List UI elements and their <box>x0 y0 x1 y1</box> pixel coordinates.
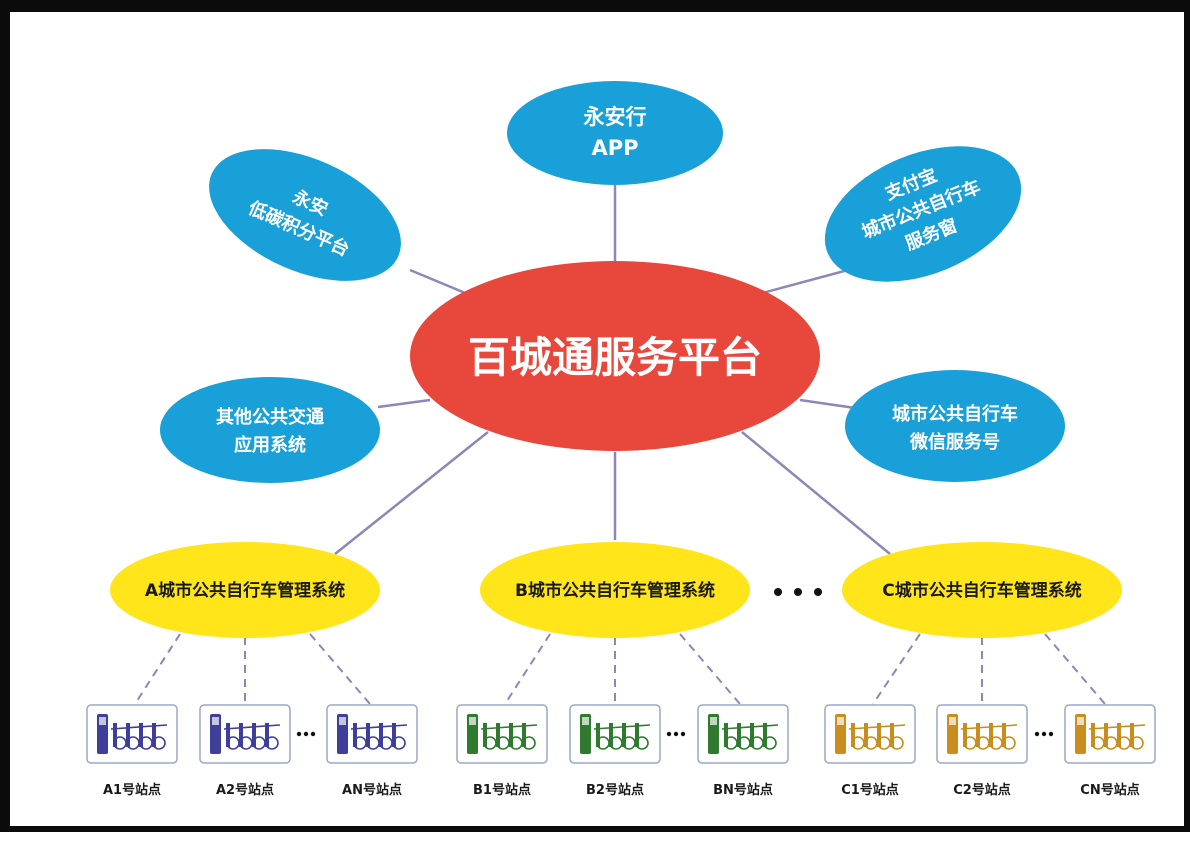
satellite-other-transit: 其他公共交通 应用系统 <box>160 377 380 483</box>
connector-lines <box>334 184 891 555</box>
satellite-other-line1: 其他公共交通 <box>216 406 324 428</box>
station-label-a2: A2号站点 <box>216 782 274 798</box>
system-c: C城市公共自行车管理系统 <box>842 542 1122 638</box>
satellite-wechat-line2: 微信服务号 <box>909 431 1000 453</box>
station-label-bn: BN号站点 <box>713 782 773 798</box>
station-label-c1: C1号站点 <box>841 782 899 798</box>
satellite-carbon: 永安 低碳积分平台 <box>209 149 401 281</box>
diagram-canvas: 永安行 APP 支付宝 城市公共自行车 服务窗 城市公共自行车 微信服务号 其他… <box>86 81 1156 798</box>
station-connector-lines <box>134 633 1106 705</box>
satellite-wechat-line1: 城市公共自行车 <box>892 403 1018 425</box>
station-labels: A1号站点 A2号站点 AN号站点 B1号站点 B2号站点 BN号站点 C1号站… <box>103 782 1140 798</box>
station-icon-a1 <box>86 704 178 764</box>
station-icon-c1 <box>824 704 916 764</box>
station-label-c2: C2号站点 <box>953 782 1011 798</box>
satellite-alipay: 支付宝 城市公共自行车 服务窗 <box>824 146 1022 282</box>
system-c-label: C城市公共自行车管理系统 <box>882 580 1081 601</box>
station-icon-cn <box>1064 704 1156 764</box>
satellite-app: 永安行 APP <box>507 81 723 185</box>
center-platform-label: 百城通服务平台 <box>468 333 762 382</box>
satellite-app-line1: 永安行 <box>583 105 647 129</box>
ellipsis-dots <box>774 588 822 596</box>
station-icon-bn <box>697 704 789 764</box>
station-icon-b1 <box>456 704 548 764</box>
system-a-label: A城市公共自行车管理系统 <box>145 580 345 601</box>
station-icon-a2 <box>199 704 291 764</box>
station-ellipses <box>296 731 1054 737</box>
station-icon-b2 <box>569 704 661 764</box>
satellite-other-line2: 应用系统 <box>234 434 306 456</box>
satellite-app-line2: APP <box>591 136 638 160</box>
station-icon-an <box>326 704 418 764</box>
station-label-an: AN号站点 <box>342 782 402 798</box>
system-b: B城市公共自行车管理系统 <box>480 542 750 638</box>
stations-group <box>86 704 1156 764</box>
station-label-cn: CN号站点 <box>1080 782 1139 798</box>
system-a: A城市公共自行车管理系统 <box>110 542 380 638</box>
station-icon-c2 <box>936 704 1028 764</box>
station-label-a1: A1号站点 <box>103 782 161 798</box>
system-b-label: B城市公共自行车管理系统 <box>515 580 715 601</box>
satellite-wechat: 城市公共自行车 微信服务号 <box>845 370 1065 482</box>
station-label-b2: B2号站点 <box>586 782 644 798</box>
center-platform: 百城通服务平台 <box>410 261 820 451</box>
station-label-b1: B1号站点 <box>473 782 531 798</box>
